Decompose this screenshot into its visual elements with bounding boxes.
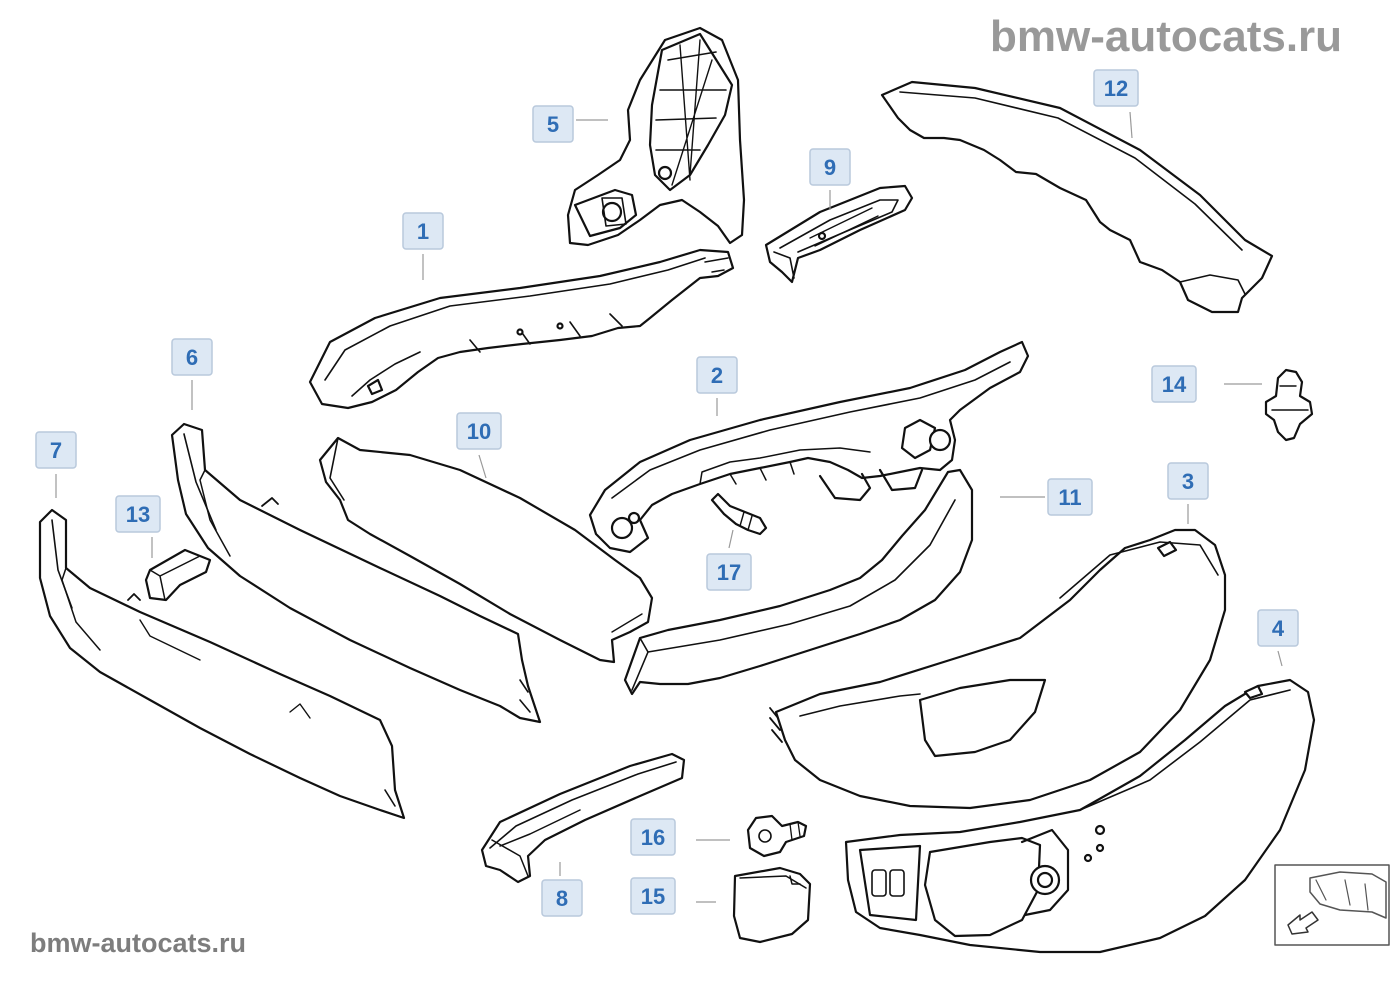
callout-5-box — [532, 105, 574, 143]
callout-16[interactable]: 16 — [630, 818, 676, 856]
part-7-bottom-strip — [38, 508, 406, 820]
part-6-long-strip — [170, 422, 542, 724]
callout-15-text: 15 — [641, 884, 665, 909]
callout-7-text: 7 — [50, 438, 62, 463]
callout-14[interactable]: 14 — [1151, 365, 1197, 403]
part-2-main-rail — [588, 340, 1030, 554]
callout-17-box — [706, 553, 752, 591]
callout-6-text: 6 — [186, 345, 198, 370]
callout-9[interactable]: 9 — [809, 148, 851, 186]
callout-6-box — [171, 338, 213, 376]
callout-15-box — [630, 877, 676, 915]
part-16-screw — [746, 814, 808, 858]
watermark-top: bmw-autocats.ru — [990, 12, 1343, 61]
callout-6[interactable]: 6 — [171, 338, 213, 376]
callout-4[interactable]: 4 — [1257, 609, 1299, 647]
part-5-bracket — [566, 26, 746, 247]
callout-2-text: 2 — [711, 363, 723, 388]
callout-10[interactable]: 10 — [456, 412, 502, 450]
part-9-cover — [764, 184, 914, 284]
callout-1-text: 1 — [417, 219, 429, 244]
callout-17[interactable]: 17 — [706, 553, 752, 591]
leader-lines — [55, 111, 1283, 903]
callout-10-text: 10 — [467, 419, 491, 444]
callout-8[interactable]: 8 — [541, 879, 583, 917]
callout-5-text: 5 — [547, 112, 559, 137]
part-11-lower-trim — [623, 468, 974, 696]
callout-16-text: 16 — [641, 825, 665, 850]
callout-9-box — [809, 148, 851, 186]
callout-10-box — [456, 412, 502, 450]
part-8-small-bar — [480, 752, 686, 884]
callout-16-box — [630, 818, 676, 856]
callout-3-text: 3 — [1182, 469, 1194, 494]
callout-3[interactable]: 3 — [1167, 462, 1209, 500]
callout-5[interactable]: 5 — [532, 105, 574, 143]
callout-2[interactable]: 2 — [696, 356, 738, 394]
callout-2-box — [696, 356, 738, 394]
callout-1[interactable]: 1 — [402, 212, 444, 250]
callout-7-box — [35, 431, 77, 469]
callout-11[interactable]: 11 — [1047, 478, 1093, 516]
callout-12-box — [1093, 69, 1139, 107]
callout-8-box — [541, 879, 583, 917]
part-1-side-rail — [308, 248, 735, 410]
callout-12[interactable]: 12 — [1093, 69, 1139, 107]
callout-3-box — [1167, 462, 1209, 500]
car-location-thumbnail — [1274, 864, 1390, 946]
callout-14-text: 14 — [1162, 372, 1187, 397]
callout-4-text: 4 — [1272, 616, 1285, 641]
callout-7[interactable]: 7 — [35, 431, 77, 469]
part-4-control-trim — [844, 678, 1316, 954]
callout-4-box — [1257, 609, 1299, 647]
part-10-panel — [318, 436, 654, 664]
callout-8-text: 8 — [556, 886, 568, 911]
part-14-clip — [1264, 368, 1314, 442]
callout-9-text: 9 — [824, 155, 836, 180]
callout-13[interactable]: 13 — [115, 495, 161, 533]
callout-12-text: 12 — [1104, 76, 1128, 101]
callout-11-box — [1047, 478, 1093, 516]
callout-1-box — [402, 212, 444, 250]
callout-11-text: 11 — [1058, 485, 1081, 510]
callout-15[interactable]: 15 — [630, 877, 676, 915]
part-13-clip — [144, 548, 212, 602]
callout-13-box — [115, 495, 161, 533]
part-12-top-cover — [880, 80, 1274, 314]
callout-13-text: 13 — [126, 502, 150, 527]
callout-14-box — [1151, 365, 1197, 403]
part-15-cap — [732, 866, 812, 944]
part-3-side-trim — [769, 528, 1227, 810]
part-17-pin — [710, 492, 768, 536]
callout-17-text: 17 — [717, 560, 741, 585]
watermark-bottom: bmw-autocats.ru — [30, 928, 247, 958]
